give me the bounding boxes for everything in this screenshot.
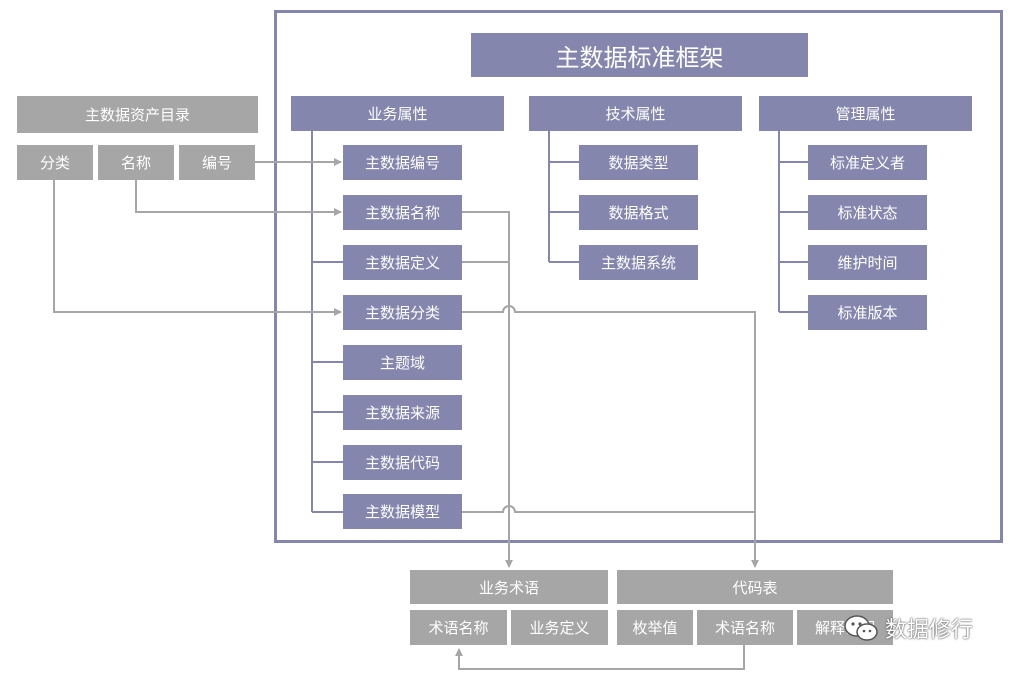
code-table-field-enum-value: 枚举值 bbox=[617, 610, 693, 645]
business-attributes-header: 业务属性 bbox=[291, 96, 504, 131]
management-tree-lines bbox=[778, 131, 808, 313]
business-item: 主数据名称 bbox=[343, 195, 462, 230]
business-item: 主数据编号 bbox=[343, 145, 462, 180]
business-terms-field-term-name: 术语名称 bbox=[410, 610, 507, 645]
catalog-field-number: 编号 bbox=[179, 145, 255, 180]
technical-item: 数据类型 bbox=[579, 145, 698, 180]
catalog-field-category: 分类 bbox=[17, 145, 93, 180]
business-item: 主题域 bbox=[343, 345, 462, 380]
watermark-text: 数据修行 bbox=[885, 618, 974, 643]
watermark: 数据修行 bbox=[843, 612, 973, 644]
business-tree-lines bbox=[311, 131, 343, 513]
code-table-title: 代码表 bbox=[617, 570, 893, 604]
management-item: 标准版本 bbox=[808, 295, 927, 330]
catalog-field-name: 名称 bbox=[98, 145, 174, 180]
asset-catalog-title: 主数据资产目录 bbox=[17, 96, 258, 133]
business-item: 主数据代码 bbox=[343, 445, 462, 480]
management-item: 标准状态 bbox=[808, 195, 927, 230]
technical-item: 数据格式 bbox=[579, 195, 698, 230]
wechat-icon bbox=[844, 615, 878, 641]
business-terms-field-definition: 业务定义 bbox=[511, 610, 608, 645]
technical-attributes-header: 技术属性 bbox=[529, 96, 742, 131]
management-item: 维护时间 bbox=[808, 245, 927, 280]
management-item: 标准定义者 bbox=[808, 145, 927, 180]
business-item: 主数据来源 bbox=[343, 395, 462, 430]
mapping-arrows bbox=[53, 158, 759, 670]
framework-title: 主数据标准框架 bbox=[471, 33, 808, 77]
management-attributes-header: 管理属性 bbox=[759, 96, 972, 131]
technical-item: 主数据系统 bbox=[579, 245, 698, 280]
code-table-field-term-name: 术语名称 bbox=[697, 610, 793, 645]
business-terms-title: 业务术语 bbox=[410, 570, 608, 604]
framework-border bbox=[274, 10, 1003, 543]
business-item: 主数据分类 bbox=[343, 295, 462, 330]
business-item: 主数据定义 bbox=[343, 245, 462, 280]
technical-tree-lines bbox=[548, 131, 579, 263]
business-item: 主数据模型 bbox=[343, 494, 462, 529]
